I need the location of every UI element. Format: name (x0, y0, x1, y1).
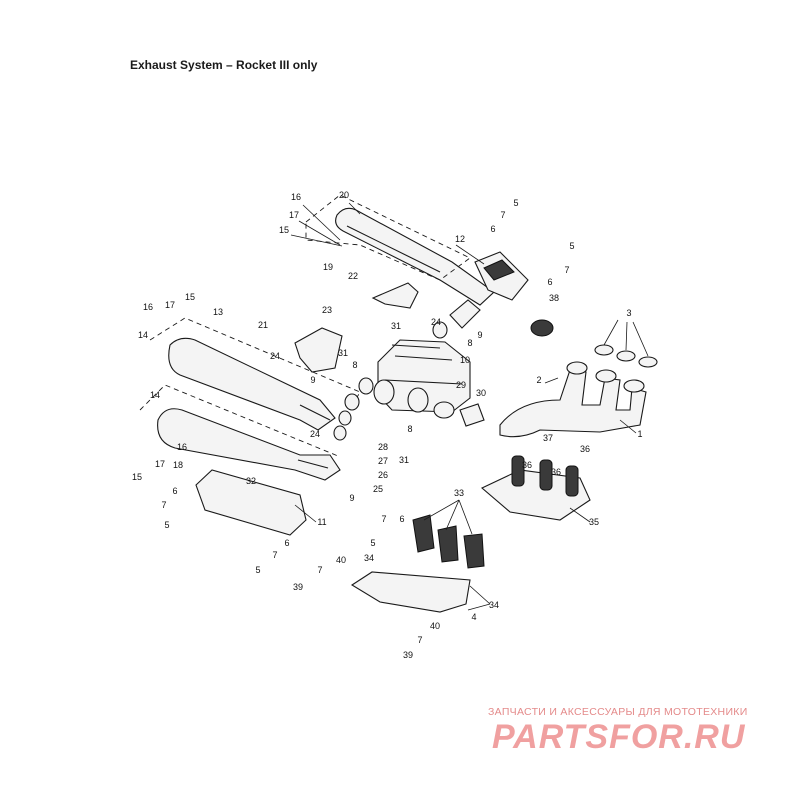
callout-31: 31 (399, 455, 409, 465)
callout-7: 7 (272, 550, 277, 560)
heat-shield-11 (195, 469, 307, 536)
callout-7: 7 (500, 210, 505, 220)
callout-6: 6 (547, 277, 552, 287)
callout-24: 24 (310, 429, 320, 439)
callout-32: 32 (246, 476, 256, 486)
upper-link-pipe (449, 299, 481, 329)
callout-12: 12 (455, 234, 465, 244)
bracket-22 (371, 282, 419, 309)
callout-28: 28 (378, 442, 388, 452)
callout-22: 22 (348, 271, 358, 281)
callout-36: 36 (522, 460, 532, 470)
callout-13: 13 (213, 307, 223, 317)
callout-16: 16 (177, 442, 187, 452)
callout-15: 15 (132, 472, 142, 482)
callout-8: 8 (407, 424, 412, 434)
callout-26: 26 (378, 470, 388, 480)
callout-17: 17 (289, 210, 299, 220)
callout-15: 15 (185, 292, 195, 302)
callout-34: 34 (489, 600, 499, 610)
gaskets-3 (594, 344, 658, 368)
callout-39: 39 (403, 650, 413, 660)
callout-9: 9 (477, 330, 482, 340)
callout-5: 5 (513, 198, 518, 208)
upper-heat-shield (474, 251, 529, 301)
leader-lines (290, 202, 649, 611)
callout-23: 23 (322, 305, 332, 315)
callout-25: 25 (373, 484, 383, 494)
bracket-21 (294, 327, 343, 373)
callout-21: 21 (258, 320, 268, 330)
callout-24: 24 (270, 351, 280, 361)
callout-34: 34 (364, 553, 374, 563)
callout-19: 19 (323, 262, 333, 272)
callout-8: 8 (467, 338, 472, 348)
callout-1: 1 (637, 429, 642, 439)
callout-7: 7 (417, 635, 422, 645)
callout-27: 27 (378, 456, 388, 466)
callout-30: 30 (476, 388, 486, 398)
sleeve-30 (459, 403, 485, 427)
clamp-cluster (333, 321, 448, 441)
callout-14: 14 (138, 330, 148, 340)
watermark-subtitle: ЗАПЧАСТИ И АКСЕССУАРЫ ДЛЯ МОТОТЕХНИКИ (488, 706, 748, 718)
heat-shield-4 (350, 571, 471, 613)
callout-6: 6 (284, 538, 289, 548)
callout-8: 8 (352, 360, 357, 370)
callout-5: 5 (164, 520, 169, 530)
watermark-logo: PARTSFOR.RU (492, 718, 746, 756)
callout-5: 5 (255, 565, 260, 575)
callout-7: 7 (317, 565, 322, 575)
callout-38: 38 (549, 293, 559, 303)
callout-18: 18 (173, 460, 183, 470)
heat-shields-33 (412, 514, 485, 569)
callout-10: 10 (460, 355, 470, 365)
callout-7: 7 (381, 514, 386, 524)
callout-5: 5 (370, 538, 375, 548)
clamp-38 (530, 319, 554, 337)
callout-5: 5 (569, 241, 574, 251)
callout-11: 11 (317, 517, 326, 527)
callout-7: 7 (161, 500, 166, 510)
diagram-title: Exhaust System – Rocket III only (130, 58, 318, 72)
callout-9: 9 (349, 493, 354, 503)
callout-33: 33 (454, 488, 464, 498)
header-pipes (499, 361, 647, 438)
upper-silencer (305, 194, 495, 306)
callout-6: 6 (490, 224, 495, 234)
callout-39: 39 (293, 582, 303, 592)
callout-40: 40 (336, 555, 346, 565)
gasket-29 (433, 401, 455, 419)
collector-box (373, 339, 471, 413)
callout-35: 35 (589, 517, 599, 527)
callout-6: 6 (399, 514, 404, 524)
callout-40: 40 (430, 621, 440, 631)
callout-6: 6 (172, 486, 177, 496)
callout-3: 3 (626, 308, 631, 318)
callout-15: 15 (279, 225, 289, 235)
callout-24: 24 (431, 317, 441, 327)
callout-16: 16 (143, 302, 153, 312)
callout-36: 36 (551, 467, 561, 477)
callout-29: 29 (456, 380, 466, 390)
callout-17: 17 (165, 300, 175, 310)
callout-31: 31 (338, 348, 348, 358)
callout-20: 20 (339, 190, 349, 200)
callout-16: 16 (291, 192, 301, 202)
catalyst-assembly (480, 455, 591, 521)
callout-17: 17 (155, 459, 165, 469)
callout-31: 31 (391, 321, 401, 331)
callout-4: 4 (471, 612, 476, 622)
callout-37: 37 (543, 433, 553, 443)
callout-14: 14 (150, 390, 160, 400)
silencer-13 (149, 317, 361, 431)
callout-2: 2 (536, 375, 541, 385)
callout-36: 36 (580, 444, 590, 454)
callout-7: 7 (564, 265, 569, 275)
silencer-18 (139, 384, 341, 481)
callout-9: 9 (310, 375, 315, 385)
